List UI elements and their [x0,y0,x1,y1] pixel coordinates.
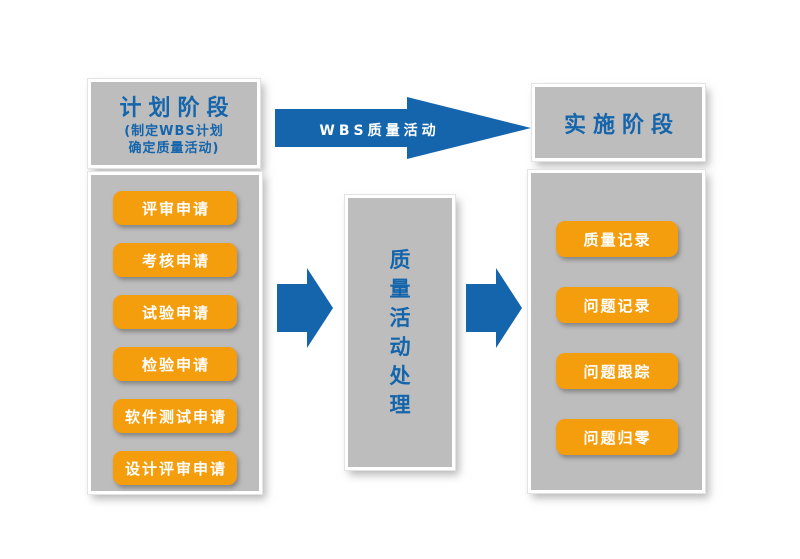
planning-items-panel: 评审申请 考核申请 试验申请 检验申请 软件测试申请 设计评审申请 [88,172,262,494]
planning-item-button[interactable]: 评审申请 [113,191,237,225]
planning-phase-subtitle: (制定WBS计划 确定质量活动) [124,123,224,156]
planning-item-button[interactable]: 设计评审申请 [113,451,237,485]
implementation-item-button[interactable]: 问题跟踪 [555,353,678,389]
planning-item-button[interactable]: 检验申请 [113,347,237,381]
implementation-phase-title: 实施阶段 [563,112,680,138]
planning-phase-title: 计划阶段 [119,95,236,121]
planning-item-button[interactable]: 软件测试申请 [113,399,237,433]
implementation-item-button[interactable]: 问题记录 [555,287,678,323]
planning-phase-box: 计划阶段 (制定WBS计划 确定质量活动) [88,79,260,168]
implementation-items-panel: 质量记录 问题记录 问题跟踪 问题归零 [528,170,705,493]
planning-item-button[interactable]: 试验申请 [113,295,237,329]
planning-item-button[interactable]: 考核申请 [113,243,237,277]
wbs-flow-arrow-icon [275,97,531,159]
process-box-label: 质量活动处理 [389,247,411,417]
implementation-item-button[interactable]: 质量记录 [555,221,678,257]
implementation-phase-box: 实施阶段 [532,84,705,161]
process-box: 质量活动处理 [345,195,455,470]
implementation-item-button[interactable]: 问题归零 [555,419,678,455]
right-arrow-icon [277,268,333,348]
right-arrow-icon [466,268,522,348]
